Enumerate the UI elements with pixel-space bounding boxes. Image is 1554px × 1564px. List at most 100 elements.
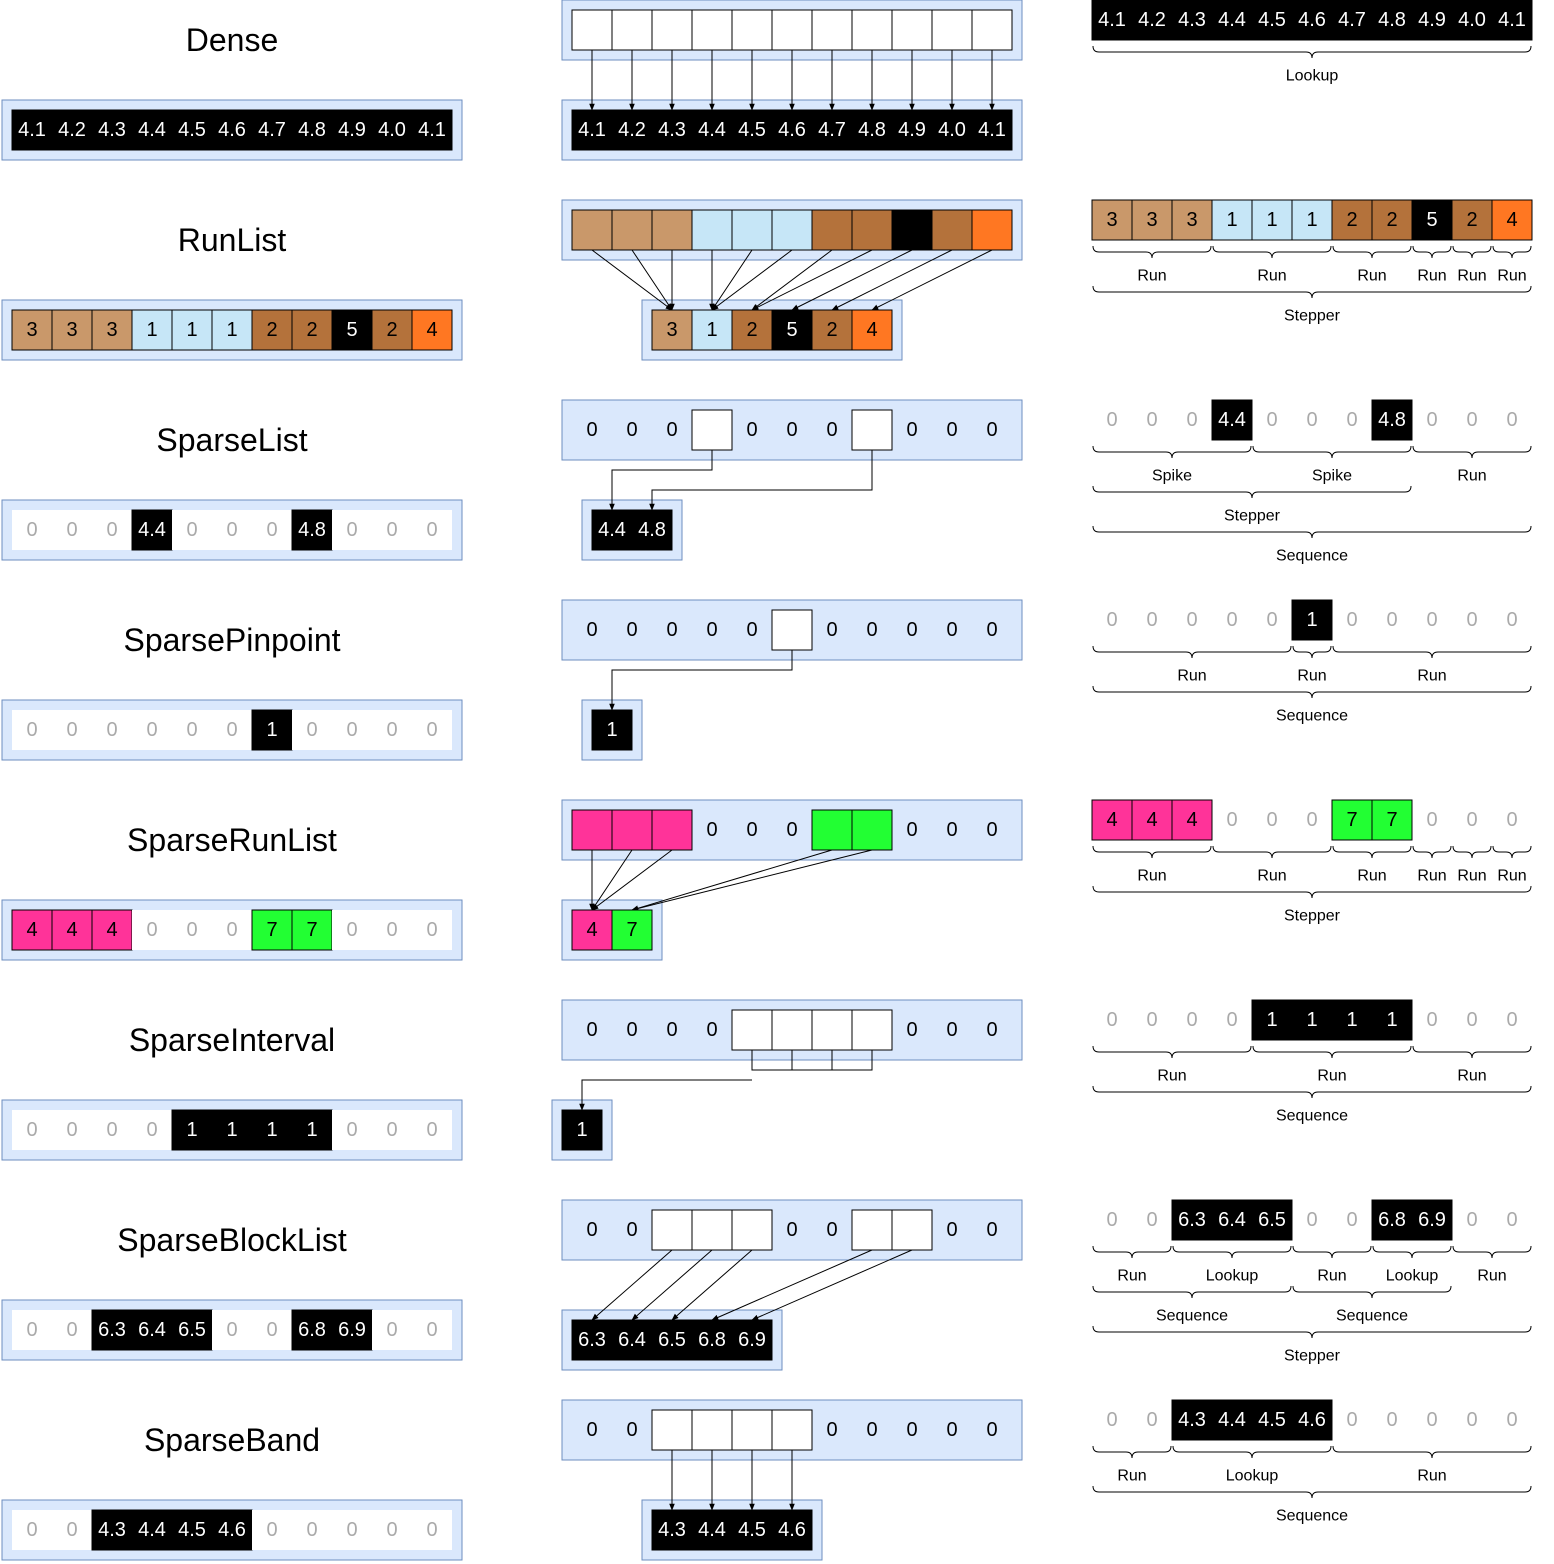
sparselist-brace [1412,445,1532,459]
sparsepinpoint-storage-cell-value: 0 [626,619,637,641]
dense-values-cell [811,109,853,151]
dense-brace [1092,45,1532,59]
sparseblocklist-brace [1092,1245,1172,1259]
sparseblocklist-brace-label: Sequence [1156,1308,1228,1325]
runlist-arrow [631,249,673,311]
runlist-storage-cell [611,209,653,251]
sparseblocklist-storage-cell-value: 0 [826,1219,837,1241]
sparseblocklist-values-cell-value: 6.3 [578,1329,606,1351]
sparseinterval-dense-cell-value: 0 [26,1119,37,1141]
runlist-storage-cell [571,209,613,251]
sparserunlist-arrow [631,849,873,912]
dense-structure-cell [1211,0,1253,41]
sparseblocklist-structure-cell-value: 0 [1306,1209,1317,1231]
sparseband-values-cell [691,1509,733,1551]
sparseband-values-cell-value: 4.6 [778,1519,806,1541]
sparseblocklist-dense-cell-value: 6.3 [98,1319,126,1341]
sparserunlist-structure-cell-value: 4 [1146,809,1157,831]
sparseband-storage-cell-value: 0 [946,1419,957,1441]
sparselist-storage-cell-value: 0 [786,419,797,441]
dense-storage-cell [851,9,893,51]
sparseblocklist-brace [1292,1285,1452,1299]
sparseinterval-storage-cell-value: 0 [706,1019,717,1041]
sparseblocklist-brace-label: Run [1117,1268,1146,1285]
sparseblocklist-dense-cell [12,1310,52,1350]
sparserunlist-brace-label: Run [1457,868,1486,885]
sparselist-brace-label: Spike [1152,468,1192,485]
sparserunlist-structure-cell-value: 7 [1346,809,1357,831]
runlist-dense-cell [411,309,453,351]
runlist-values-cell-value: 5 [786,319,797,341]
sparserunlist-structure-cell [1331,799,1373,841]
sparserunlist-arrow [631,849,833,911]
sparseband-dense-cell [171,1509,213,1551]
runlist-arrow [711,249,793,311]
sparseblocklist-arrow [751,1249,913,1321]
sparseinterval-structure-cell-value: 0 [1506,1009,1517,1031]
sparseblocklist-values-cell [611,1319,653,1361]
sparserunlist-brace [1452,845,1492,859]
sparseblocklist-storage-cell-value: 0 [946,1219,957,1241]
sparserunlist-storage-cell-value: 0 [946,819,957,841]
sparsepinpoint-dense-cell-value: 0 [386,719,397,741]
sparselist-structure-cell-value: 4.8 [1378,409,1406,431]
sparselist-dense-cell-value: 0 [386,519,397,541]
sparseblocklist-arrow [591,1249,673,1321]
sparseinterval-dense-cell [291,1109,333,1151]
sparselist-brace [1092,485,1412,499]
sparseblocklist-brace [1172,1245,1292,1259]
dense-dense-cell [251,109,293,151]
sparseinterval-structure-cell-value: 1 [1346,1009,1357,1031]
sparserunlist-dense-cell [132,910,172,950]
dense-dense-cell [11,109,53,151]
sparseinterval-dense-cell [132,1110,172,1150]
runlist-values-cell [731,309,773,351]
sparseinterval-brace [1092,1085,1532,1099]
sparseblocklist-arrow [631,1249,713,1321]
runlist-storage-cell [731,209,773,251]
runlist-storage-cell [971,209,1013,251]
sparsepinpoint-title: SparsePinpoint [123,622,340,658]
sparselist-structure-cell-value: 0 [1506,409,1517,431]
sparselist-brace-label: Stepper [1224,508,1281,525]
dense-values-cell-value: 4.7 [818,119,846,141]
runlist-brace [1332,245,1412,259]
sparseband-dense-cell-value: 0 [306,1519,317,1541]
runlist-storage-cell [891,209,933,251]
runlist-structure-cell-value: 1 [1266,209,1277,231]
sparseinterval-brace [1252,1045,1412,1059]
sparselist-dense-cell [131,509,173,551]
sparseband-structure-cell [1291,1399,1333,1441]
sparseinterval-structure-cell-value: 0 [1426,1009,1437,1031]
dense-storage-cell [931,9,973,51]
sparselist-dense-cell [332,510,372,550]
sparselist-structure-cell-value: 0 [1186,409,1197,431]
sparserunlist-dense-cell [372,910,412,950]
sparselist-dense-cell-value: 0 [346,519,357,541]
dense-dense-cell-value: 4.0 [378,119,406,141]
runlist-title: RunList [178,222,287,258]
runlist-storage-cell [651,209,693,251]
sparsepinpoint-storage-cell-value: 0 [826,619,837,641]
sparsepinpoint-dense-cell [12,710,52,750]
sparseblocklist-brace-label: Run [1317,1268,1346,1285]
sparseband-dense-cell [12,1510,52,1550]
dense-structure-cell-value: 4.7 [1338,9,1366,31]
sparseband-storage-cell-value: 0 [986,1419,997,1441]
sparseblocklist-structure-cell [1211,1199,1253,1241]
sparseband-structure-cell-value: 4.5 [1258,1409,1286,1431]
sparsepinpoint-structure-cell-value: 0 [1106,609,1117,631]
dense-structure-cell-value: 4.6 [1298,9,1326,31]
dense-storage-cell [611,9,653,51]
runlist-arrow [751,249,833,311]
dense-values-cell-value: 4.9 [898,119,926,141]
sparselist-dense-cell [372,510,412,550]
sparsepinpoint-structure-cell-value: 0 [1146,609,1157,631]
runlist-structure-cell-value: 5 [1426,209,1437,231]
dense-structure-cell [1251,0,1293,41]
sparsepinpoint-dense-cell-value: 0 [186,719,197,741]
sparseblocklist-dense-cell [291,1309,333,1351]
arrows-layer [579,45,1532,1511]
sparserunlist-storage-cell-value: 0 [746,819,757,841]
